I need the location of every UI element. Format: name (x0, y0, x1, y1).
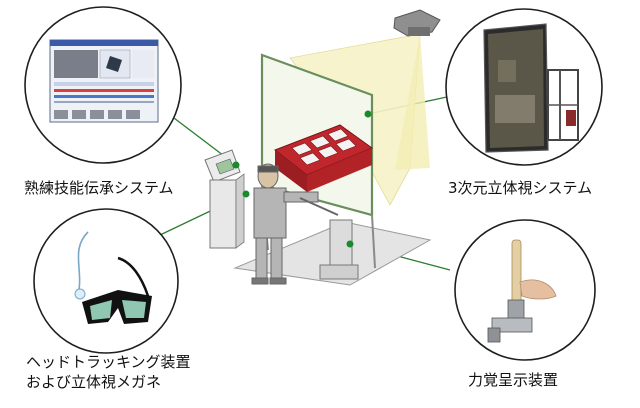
projection-beam-side (395, 34, 430, 170)
operator-figure (251, 163, 319, 285)
screen-stand-right (371, 214, 376, 269)
label-haptic-device: 力覚呈示装置 (468, 371, 559, 389)
circle-haptic-device (454, 219, 596, 361)
circle-stereo-system (445, 8, 603, 166)
callout-dots (232, 110, 372, 248)
callout-dot-head (242, 190, 250, 198)
stereo-glasses-photo (74, 231, 152, 324)
label-head-tracking-line1: ヘッドトラッキング装置 (26, 353, 191, 371)
haptic-device-photo (487, 239, 557, 343)
virtual-box (273, 124, 374, 192)
projector-icon (393, 9, 441, 37)
circle-head-tracking (33, 208, 179, 354)
label-stereo-system: 3次元立体視システム (448, 179, 593, 197)
console-kiosk (204, 149, 245, 249)
label-skill-system: 熟練技能伝承システム (24, 179, 174, 197)
label-head-tracking: ヘッドトラッキング装置 および立体視メガネ (26, 352, 191, 392)
software-window-thumbnail (49, 39, 159, 123)
stereo-display-photo (483, 23, 579, 153)
callout-dot-haptic (346, 240, 354, 248)
workstation-illustration (204, 9, 441, 286)
callout-dot-stereo (364, 110, 372, 118)
circle-skill-system (24, 6, 182, 164)
callout-dot-skill (232, 161, 240, 169)
haptic-stand (299, 197, 359, 280)
label-head-tracking-line2: および立体視メガネ (26, 373, 162, 391)
